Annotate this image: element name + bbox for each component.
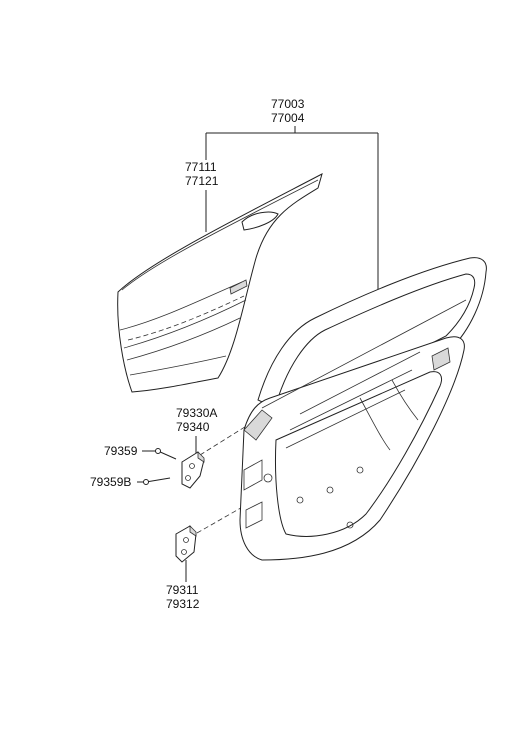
assembly-line-lower bbox=[189, 504, 247, 538]
part-number-79330A: 79330A bbox=[176, 406, 217, 420]
outer-door-panel bbox=[117, 173, 323, 393]
upper-hinge bbox=[181, 451, 205, 489]
part-number-79340: 79340 bbox=[176, 420, 210, 434]
part-number-77121: 77121 bbox=[185, 174, 219, 188]
part-number-79312: 79312 bbox=[166, 597, 200, 611]
bolt-79359B bbox=[143, 477, 171, 485]
part-number-77003: 77003 bbox=[271, 97, 305, 111]
door-frame-assembly bbox=[239, 257, 487, 561]
part-number-79311: 79311 bbox=[166, 583, 199, 597]
assembly-line-upper bbox=[199, 424, 249, 456]
leader-77003-bracket bbox=[205, 126, 379, 290]
part-number-79359: 79359 bbox=[104, 444, 138, 458]
lower-hinge bbox=[175, 525, 197, 563]
bolt-79359 bbox=[155, 448, 177, 460]
part-number-77004: 77004 bbox=[271, 111, 305, 125]
part-number-79359B: 79359B bbox=[90, 475, 131, 489]
part-number-77111: 77111 bbox=[185, 160, 217, 174]
